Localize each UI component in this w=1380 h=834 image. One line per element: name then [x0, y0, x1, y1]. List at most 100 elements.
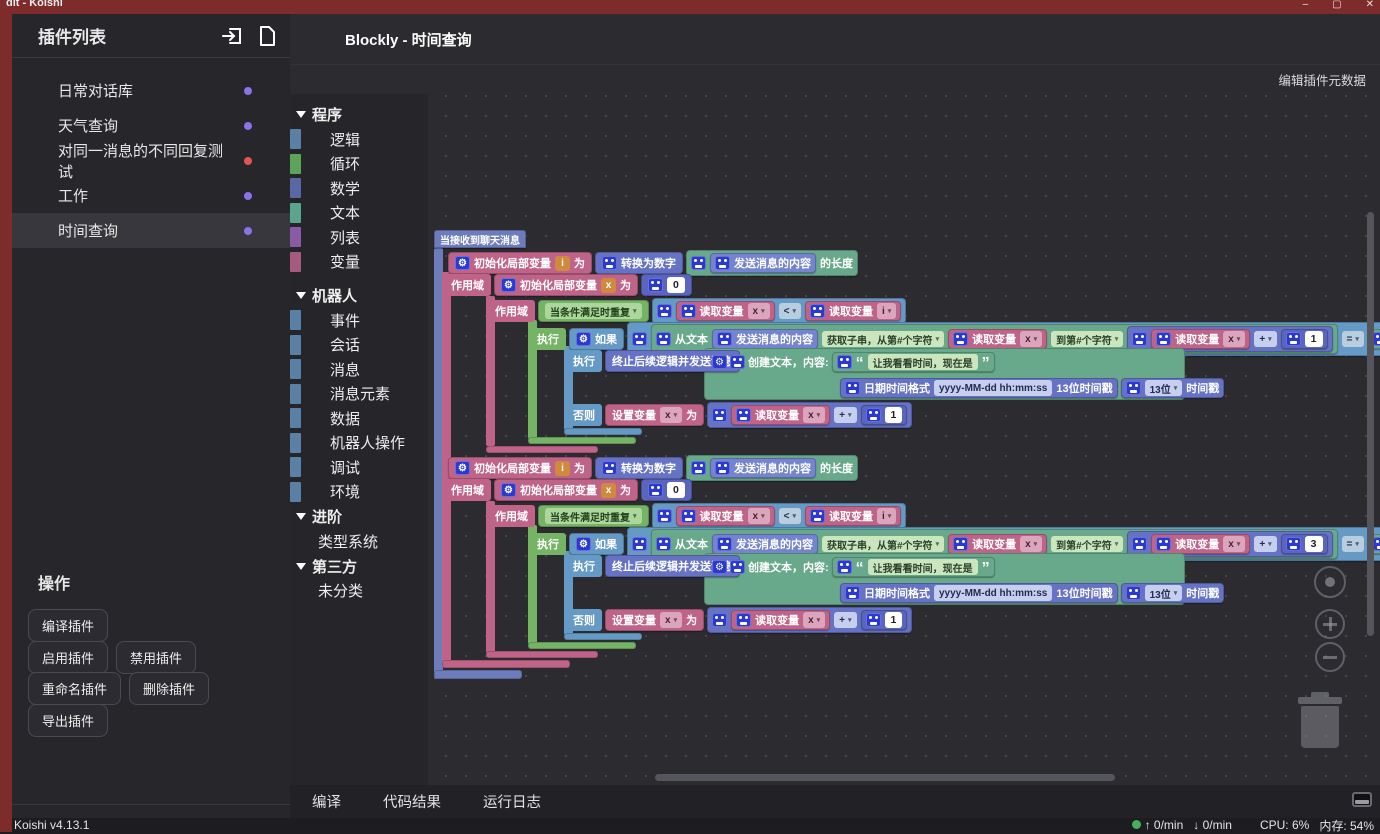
- blockly-workspace[interactable]: 当接收到聊天消息 初始化局部变量 i 为 转换为数字 发送消息的内容 的长度 作…: [428, 94, 1380, 785]
- dropdown-field[interactable]: 到第#个字符: [1051, 331, 1124, 347]
- toolbox-item-logic[interactable]: 逻辑: [290, 127, 428, 152]
- block-arithmetic[interactable]: 读取变量 x + 1: [707, 402, 913, 428]
- block-text-quote[interactable]: 让我看看时间，现在是: [831, 352, 995, 372]
- block-read-var[interactable]: 读取变量 x: [731, 610, 831, 630]
- variable-chip[interactable]: x: [601, 482, 616, 498]
- block-to-number[interactable]: 转换为数字: [595, 457, 683, 479]
- block-if[interactable]: 如果: [569, 328, 624, 350]
- delete-plugin-button[interactable]: 删除插件: [129, 672, 210, 705]
- variable-chip[interactable]: i: [555, 255, 570, 271]
- toolbox-item-robot-action[interactable]: 机器人操作: [290, 431, 428, 456]
- block-read-var[interactable]: 读取变量 i: [804, 301, 902, 321]
- block-if[interactable]: 如果: [569, 533, 624, 555]
- disable-plugin-button[interactable]: 禁用插件: [116, 641, 197, 674]
- block-length-of[interactable]: 发送消息的内容 的长度: [686, 455, 858, 481]
- vertical-scrollbar-thumb[interactable]: [1367, 212, 1374, 636]
- toolbox-item-message-element[interactable]: 消息元素: [290, 382, 428, 407]
- toolbox-category-robot[interactable]: 机器人: [290, 283, 428, 308]
- block-datetime-format[interactable]: 日期时间格式 yyyy-MM-dd hh:mm:ss 13位时间戳: [840, 583, 1118, 603]
- export-plugin-button[interactable]: 导出插件: [28, 704, 109, 737]
- text-field[interactable]: 让我看看时间，现在是: [867, 559, 978, 575]
- dropdown-field[interactable]: +: [1254, 536, 1277, 552]
- compile-plugin-button[interactable]: 编译插件: [28, 609, 109, 642]
- enable-plugin-button[interactable]: 启用插件: [28, 641, 109, 674]
- text-field[interactable]: yyyy-MM-dd hh:mm:ss: [934, 585, 1053, 601]
- toolbox-category-program[interactable]: 程序: [290, 102, 428, 127]
- horizontal-scrollbar-thumb[interactable]: [655, 774, 1115, 781]
- block-init-local-var[interactable]: 初始化局部变量 i 为: [448, 252, 592, 274]
- toolbox-category-advanced[interactable]: 进阶: [290, 504, 428, 529]
- edit-metadata-button[interactable]: 编辑插件元数据: [1278, 74, 1366, 88]
- block-timestamp[interactable]: 13位 时间戳: [1120, 378, 1225, 398]
- toolbox-item-session[interactable]: 会话: [290, 333, 428, 358]
- number-field[interactable]: 0: [667, 482, 685, 498]
- toolbox-item-list[interactable]: 列表: [290, 225, 428, 250]
- rename-plugin-button[interactable]: 重命名插件: [28, 672, 122, 705]
- block-terminate-send[interactable]: 终止后续逻辑并发送消息: [605, 350, 740, 372]
- dropdown-field[interactable]: x: [1223, 331, 1246, 347]
- zoom-out-button[interactable]: [1315, 642, 1345, 672]
- variable-chip[interactable]: x: [601, 277, 616, 293]
- toolbox-item-type-system[interactable]: 类型系统: [318, 533, 379, 551]
- number-field[interactable]: 1: [884, 407, 903, 423]
- dropdown-field[interactable]: =: [1341, 536, 1364, 552]
- block-set-var[interactable]: 设置变量 x 为: [605, 609, 705, 631]
- block-read-var[interactable]: 读取变量 x: [675, 506, 775, 526]
- dropdown-field[interactable]: x: [747, 508, 770, 524]
- toolbox-item-debug[interactable]: 调试: [290, 455, 428, 480]
- dropdown-field[interactable]: 当条件满足时重复: [545, 508, 642, 524]
- dropdown-field[interactable]: +: [1254, 331, 1277, 347]
- toolbox-item-text[interactable]: 文本: [290, 201, 428, 226]
- dropdown-field[interactable]: +: [834, 612, 857, 628]
- toolbox-item-message[interactable]: 消息: [290, 357, 428, 382]
- dropdown-field[interactable]: +: [834, 407, 857, 423]
- maximize-button[interactable]: ▢: [1332, 0, 1342, 10]
- block-read-var[interactable]: 读取变量 x: [1151, 329, 1251, 349]
- dropdown-field[interactable]: =: [1341, 331, 1364, 347]
- block-message-content[interactable]: 发送消息的内容: [712, 329, 818, 349]
- block-message-content[interactable]: 发送消息的内容: [712, 534, 818, 554]
- toolbox-item-data[interactable]: 数据: [290, 406, 428, 431]
- dropdown-field[interactable]: <: [778, 303, 801, 319]
- toolbox-item-event[interactable]: 事件: [290, 308, 428, 333]
- block-number[interactable]: 1: [860, 405, 908, 425]
- block-number[interactable]: 3: [1280, 534, 1328, 554]
- block-read-var[interactable]: 读取变量 x: [948, 534, 1048, 554]
- tab-compile[interactable]: 编译: [312, 795, 341, 811]
- number-field[interactable]: 0: [667, 277, 685, 293]
- block-condition[interactable]: 读取变量 x < 读取变量 i: [651, 503, 907, 529]
- block-arithmetic[interactable]: 读取变量 x + 1: [1127, 326, 1333, 352]
- plugin-item[interactable]: 日常对话库: [12, 73, 290, 108]
- text-field[interactable]: 让我看看时间，现在是: [867, 354, 978, 370]
- new-plugin-icon[interactable]: [258, 25, 276, 47]
- block-repeat-while[interactable]: 当条件满足时重复: [538, 300, 649, 322]
- block-terminate-send[interactable]: 终止后续逻辑并发送消息: [605, 555, 740, 577]
- plugin-item[interactable]: 工作: [12, 178, 290, 213]
- zoom-reset-button[interactable]: [1314, 566, 1346, 598]
- dropdown-field[interactable]: 获取子串，从第#个字符: [822, 331, 945, 347]
- plugin-item[interactable]: 天气查询: [12, 108, 290, 143]
- block-number[interactable]: 0: [641, 479, 692, 501]
- block-repeat-while[interactable]: 当条件满足时重复: [538, 505, 649, 527]
- dropdown-field[interactable]: i: [876, 508, 897, 524]
- import-plugin-icon[interactable]: [220, 25, 244, 47]
- variable-chip[interactable]: i: [555, 460, 570, 476]
- toolbox-item-math[interactable]: 数学: [290, 176, 428, 201]
- text-field[interactable]: yyyy-MM-dd hh:mm:ss: [934, 380, 1053, 396]
- close-button[interactable]: ✕: [1365, 0, 1374, 10]
- block-init-local-var[interactable]: 初始化局部变量 x 为: [494, 479, 638, 501]
- block-arithmetic[interactable]: 读取变量 x + 1: [707, 607, 913, 633]
- dropdown-field[interactable]: x: [803, 612, 826, 628]
- block-condition[interactable]: 读取变量 x < 读取变量 i: [651, 298, 907, 324]
- dropdown-field[interactable]: x: [803, 407, 826, 423]
- dropdown-field[interactable]: <: [778, 508, 801, 524]
- dropdown-field[interactable]: 13位: [1144, 585, 1183, 601]
- dropdown-field[interactable]: x: [660, 612, 683, 628]
- block-read-var[interactable]: 读取变量 x: [1151, 534, 1251, 554]
- tab-code-result[interactable]: 代码结果: [383, 795, 441, 811]
- minimize-button[interactable]: –: [1302, 0, 1309, 10]
- block-read-var[interactable]: 读取变量 x: [731, 405, 831, 425]
- dropdown-field[interactable]: i: [876, 303, 897, 319]
- dropdown-field[interactable]: x: [747, 303, 770, 319]
- toolbox-category-thirdparty[interactable]: 第三方: [290, 554, 428, 579]
